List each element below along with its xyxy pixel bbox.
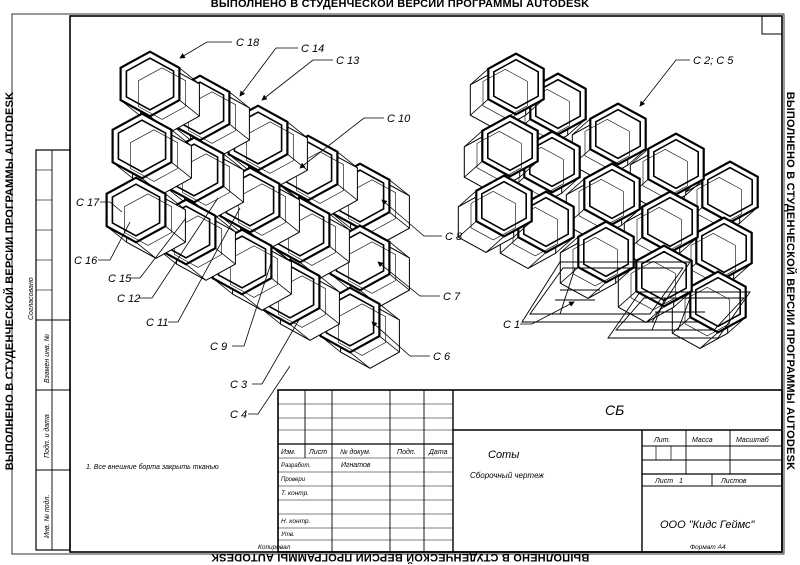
watermark-top: ВЫПОЛНЕНО В СТУДЕНЧЕСКОЙ ВЕРСИИ ПРОГРАММ… (210, 0, 590, 10)
tb-r-prov: Провери (281, 477, 306, 483)
hex-cell-right-15 (457, 174, 533, 253)
tb-h-masshtab: Масштаб (736, 436, 770, 444)
tb-sheets-label: Листов (720, 478, 747, 485)
tb-h-izm: Изм. (281, 449, 296, 456)
callout-c11: С 11 (146, 317, 168, 329)
tb-r-tkontr: Т. контр. (281, 490, 309, 497)
hex-cell-left-7 (227, 104, 308, 187)
tb-r-utv: Утв. (280, 532, 295, 538)
outer-frame (11, 13, 785, 555)
tb-product-name: Соты (488, 449, 519, 461)
tb-company: ООО "Кидс Геймс" (660, 519, 756, 531)
callout-c8: С 8 (445, 231, 463, 243)
hex-cell-left-14 (111, 112, 192, 195)
tb-h-podp: Подп. (397, 448, 416, 456)
title-block (277, 389, 783, 553)
hex-cell-left-15 (105, 176, 186, 259)
tb-doc-type: Сборочный чертеж (470, 471, 544, 480)
tb-doc-code: СБ (605, 402, 624, 418)
callout-c1: С 1 (503, 319, 520, 331)
label-inv-podl: Инв. № подл. (43, 495, 51, 538)
footer-format: Формат А4 (690, 544, 726, 551)
footer-kopiroval: Копировал (258, 544, 291, 551)
tb-razrab-name: Игнатов (341, 462, 371, 469)
label-podp-data: Подп. и дата (43, 414, 51, 458)
tb-r-razrab: Разработ. (281, 463, 311, 469)
hex-cell-right-14 (463, 114, 539, 193)
honeycomb-assembly-left (105, 50, 410, 369)
base-frame-detail (521, 261, 751, 339)
label-vzamen-inv: Взамен инв. № (44, 333, 51, 383)
callout-c6: С 6 (433, 351, 451, 363)
note-text: 1. Все внешние борта закрыть тканью (86, 463, 219, 471)
callout-c2-c5: С 2; С 5 (693, 55, 734, 67)
left-side-strip (35, 149, 71, 551)
tb-sheet-label: Лист (654, 478, 673, 485)
callout-c16: С 16 (74, 255, 98, 267)
callout-c14: С 14 (301, 43, 324, 55)
callout-c7: С 7 (443, 291, 461, 303)
hex-cell-left-10 (169, 74, 250, 157)
corner-mark (761, 16, 782, 35)
honeycomb-assembly-right (457, 52, 759, 349)
label-soglasovano: Согласовано (28, 277, 35, 320)
hex-cell-right-4 (629, 132, 705, 211)
tb-h-ndok: № докум. (340, 448, 371, 456)
tb-sheet-num: 1 (679, 478, 683, 485)
tb-h-list: Лист (308, 449, 327, 456)
callout-c13: С 13 (336, 55, 360, 67)
hex-cell-right-9 (559, 220, 635, 299)
callout-c9: С 9 (210, 341, 227, 353)
callout-c15: С 15 (108, 273, 132, 285)
tb-h-lit: Лит. (653, 437, 670, 444)
callout-c4: С 4 (230, 409, 247, 421)
callout-c12: С 12 (117, 293, 140, 305)
tb-r-nkontr: Н. контр. (281, 518, 311, 525)
callout-c3: С 3 (230, 379, 248, 391)
tb-h-data: Дата (428, 449, 448, 456)
hex-cell-right-13 (469, 52, 545, 131)
callout-c17: С 17 (76, 197, 100, 209)
leader-lines (98, 41, 690, 415)
callout-c10: С 10 (387, 113, 411, 125)
tb-h-massa: Масса (692, 437, 713, 444)
callout-c18: С 18 (236, 37, 260, 49)
